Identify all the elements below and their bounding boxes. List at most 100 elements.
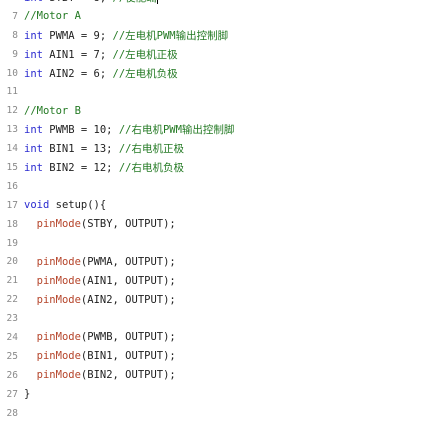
code-args: (BIN1, OUTPUT);: [80, 350, 176, 363]
line-number: 22: [6, 294, 18, 306]
line-number: 23: [6, 313, 18, 325]
code-text: pinMode(PWMA, OUTPUT);: [24, 256, 426, 268]
code-keyword: int: [24, 67, 43, 80]
code-token: BIN2 = 12;: [42, 161, 119, 174]
code-comment: //左电机正极: [112, 48, 178, 61]
code-comment: //Motor A: [24, 10, 81, 23]
line-number: 16: [6, 180, 18, 192]
code-token: [24, 350, 37, 362]
code-keyword: int: [24, 124, 43, 137]
code-function: pinMode: [36, 293, 81, 306]
code-token: [24, 218, 37, 230]
line-number: 6: [0, 0, 24, 3]
code-text: int BIN2 = 12; //右电机负极: [24, 160, 426, 175]
code-line[interactable]: 8 int PWMA = 9; //左电机PWM输出控制脚: [0, 26, 426, 45]
code-function: pinMode: [36, 331, 81, 344]
code-token: AIN1 = 7;: [42, 48, 113, 61]
code-comment: //使能端: [113, 0, 157, 4]
code-text: //Motor A: [24, 10, 426, 22]
code-token: STBY = 8;: [43, 0, 113, 4]
code-comment: //左电机负极: [112, 67, 178, 80]
code-line[interactable]: 27}: [0, 385, 426, 404]
code-keyword: int: [24, 29, 43, 42]
line-number: 15: [6, 161, 18, 173]
line-number: 20: [6, 256, 18, 268]
code-function: pinMode: [36, 369, 81, 382]
code-args: (STBY, OUTPUT);: [80, 218, 176, 231]
code-line[interactable]: 21 pinMode(AIN1, OUTPUT);: [0, 271, 426, 290]
code-comment: //左电机PWM输出控制脚: [112, 29, 229, 42]
code-text: int BIN1 = 13; //右电机正极: [24, 141, 426, 156]
code-token: [24, 331, 37, 343]
code-args: (PWMB, OUTPUT);: [80, 331, 176, 344]
code-line[interactable]: 7 //Motor A: [0, 7, 426, 26]
code-line[interactable]: 9 int AIN1 = 7; //左电机正极: [0, 45, 426, 64]
code-line[interactable]: 16: [0, 177, 426, 196]
code-line[interactable]: 6int STBY = 8; //使能端: [0, 0, 426, 7]
code-function: pinMode: [36, 274, 81, 287]
code-comment: //右电机正极: [118, 143, 184, 156]
code-token: PWMB = 10;: [42, 124, 119, 137]
code-line[interactable]: 15 int BIN2 = 12; //右电机负极: [0, 158, 426, 177]
line-number: 9: [12, 48, 18, 60]
code-token: [24, 369, 37, 381]
code-args: (PWMA, OUTPUT);: [80, 255, 176, 268]
line-number: 12: [6, 105, 18, 117]
code-function: pinMode: [36, 350, 81, 363]
code-args: (BIN2, OUTPUT);: [80, 369, 176, 382]
code-line[interactable]: 26 pinMode(BIN2, OUTPUT);: [0, 366, 426, 385]
code-line[interactable]: 10 int AIN2 = 6; //左电机负极: [0, 64, 426, 83]
code-keyword: int: [24, 143, 43, 156]
code-token: [24, 256, 37, 268]
code-line[interactable]: 28: [0, 404, 426, 423]
code-args: (AIN1, OUTPUT);: [80, 274, 176, 287]
code-text: pinMode(PWMB, OUTPUT);: [24, 331, 426, 343]
line-number: 7: [12, 10, 18, 22]
code-keyword: int: [24, 0, 43, 4]
code-token: [24, 275, 37, 287]
code-text: pinMode(BIN2, OUTPUT);: [24, 369, 426, 381]
line-number: 26: [6, 369, 18, 381]
code-text: pinMode(STBY, OUTPUT);: [24, 218, 426, 230]
code-comment: //Motor B: [24, 104, 81, 117]
code-token: [24, 294, 37, 306]
code-text: //Motor B: [24, 105, 426, 117]
code-line[interactable]: 24 pinMode(PWMB, OUTPUT);: [0, 328, 426, 347]
code-line[interactable]: 22 pinMode(AIN2, OUTPUT);: [0, 290, 426, 309]
code-comment: //右电机PWM输出控制脚: [118, 124, 235, 137]
code-keyword: int: [24, 48, 43, 61]
code-line[interactable]: 25 pinMode(BIN1, OUTPUT);: [0, 347, 426, 366]
code-token: BIN1 = 13;: [42, 143, 119, 156]
code-token: PWMA = 9;: [42, 29, 113, 42]
code-text: void setup(){: [24, 199, 426, 211]
code-text: }: [24, 388, 426, 400]
line-number: 10: [6, 67, 18, 79]
code-line[interactable]: 13 int PWMB = 10; //右电机PWM输出控制脚: [0, 120, 426, 139]
line-number: 28: [6, 407, 18, 419]
line-number: 8: [12, 29, 18, 41]
code-line[interactable]: 19: [0, 234, 426, 253]
code-comment: //右电机负极: [118, 161, 184, 174]
line-number: 11: [6, 86, 18, 98]
code-line[interactable]: 17 void setup(){: [0, 196, 426, 215]
code-line[interactable]: 12 //Motor B: [0, 101, 426, 120]
code-args: (AIN2, OUTPUT);: [80, 293, 176, 306]
code-keyword: int: [24, 161, 43, 174]
code-line[interactable]: 11: [0, 82, 426, 101]
code-text: pinMode(AIN1, OUTPUT);: [24, 275, 426, 287]
code-line[interactable]: 23: [0, 309, 426, 328]
line-number: 19: [6, 237, 18, 249]
code-text: int AIN2 = 6; //左电机负极: [24, 66, 426, 81]
code-line[interactable]: 18 pinMode(STBY, OUTPUT);: [0, 215, 426, 234]
text-cursor: [156, 0, 158, 4]
line-number: 17: [6, 199, 18, 211]
code-text: int STBY = 8; //使能端: [24, 0, 426, 5]
code-token: AIN2 = 6;: [42, 67, 113, 80]
line-number: 25: [6, 350, 18, 362]
code-text: int AIN1 = 7; //左电机正极: [24, 47, 426, 62]
code-line[interactable]: 20 pinMode(PWMA, OUTPUT);: [0, 252, 426, 271]
line-number: 13: [6, 124, 18, 136]
